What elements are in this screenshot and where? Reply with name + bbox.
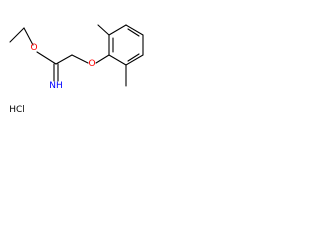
bond-o1-c-imidate xyxy=(36,51,57,65)
ring-bond-3 xyxy=(125,24,144,36)
ring-double-2 xyxy=(127,28,140,37)
hydrochloride-label: HCl xyxy=(9,105,25,115)
bond-ethyl-methyl xyxy=(9,27,25,43)
ring-bond-6 xyxy=(108,54,127,66)
ring-double-3 xyxy=(127,53,140,62)
bond-ethyl-ch2 xyxy=(23,27,34,46)
ring-bond-5 xyxy=(125,54,144,66)
chemical-structure: O O NH HCl xyxy=(9,24,144,115)
ring-bond-2 xyxy=(108,24,127,36)
bond-ch2-o2 xyxy=(71,54,89,64)
ether-oxygen-label: O xyxy=(30,43,37,53)
bond-c-ch2 xyxy=(55,54,73,65)
aryl-ether-oxygen-label: O xyxy=(88,59,95,69)
bond-methyl-top xyxy=(97,24,110,36)
imine-nh-label: NH xyxy=(49,81,63,91)
bond-o2-ring xyxy=(95,54,110,64)
